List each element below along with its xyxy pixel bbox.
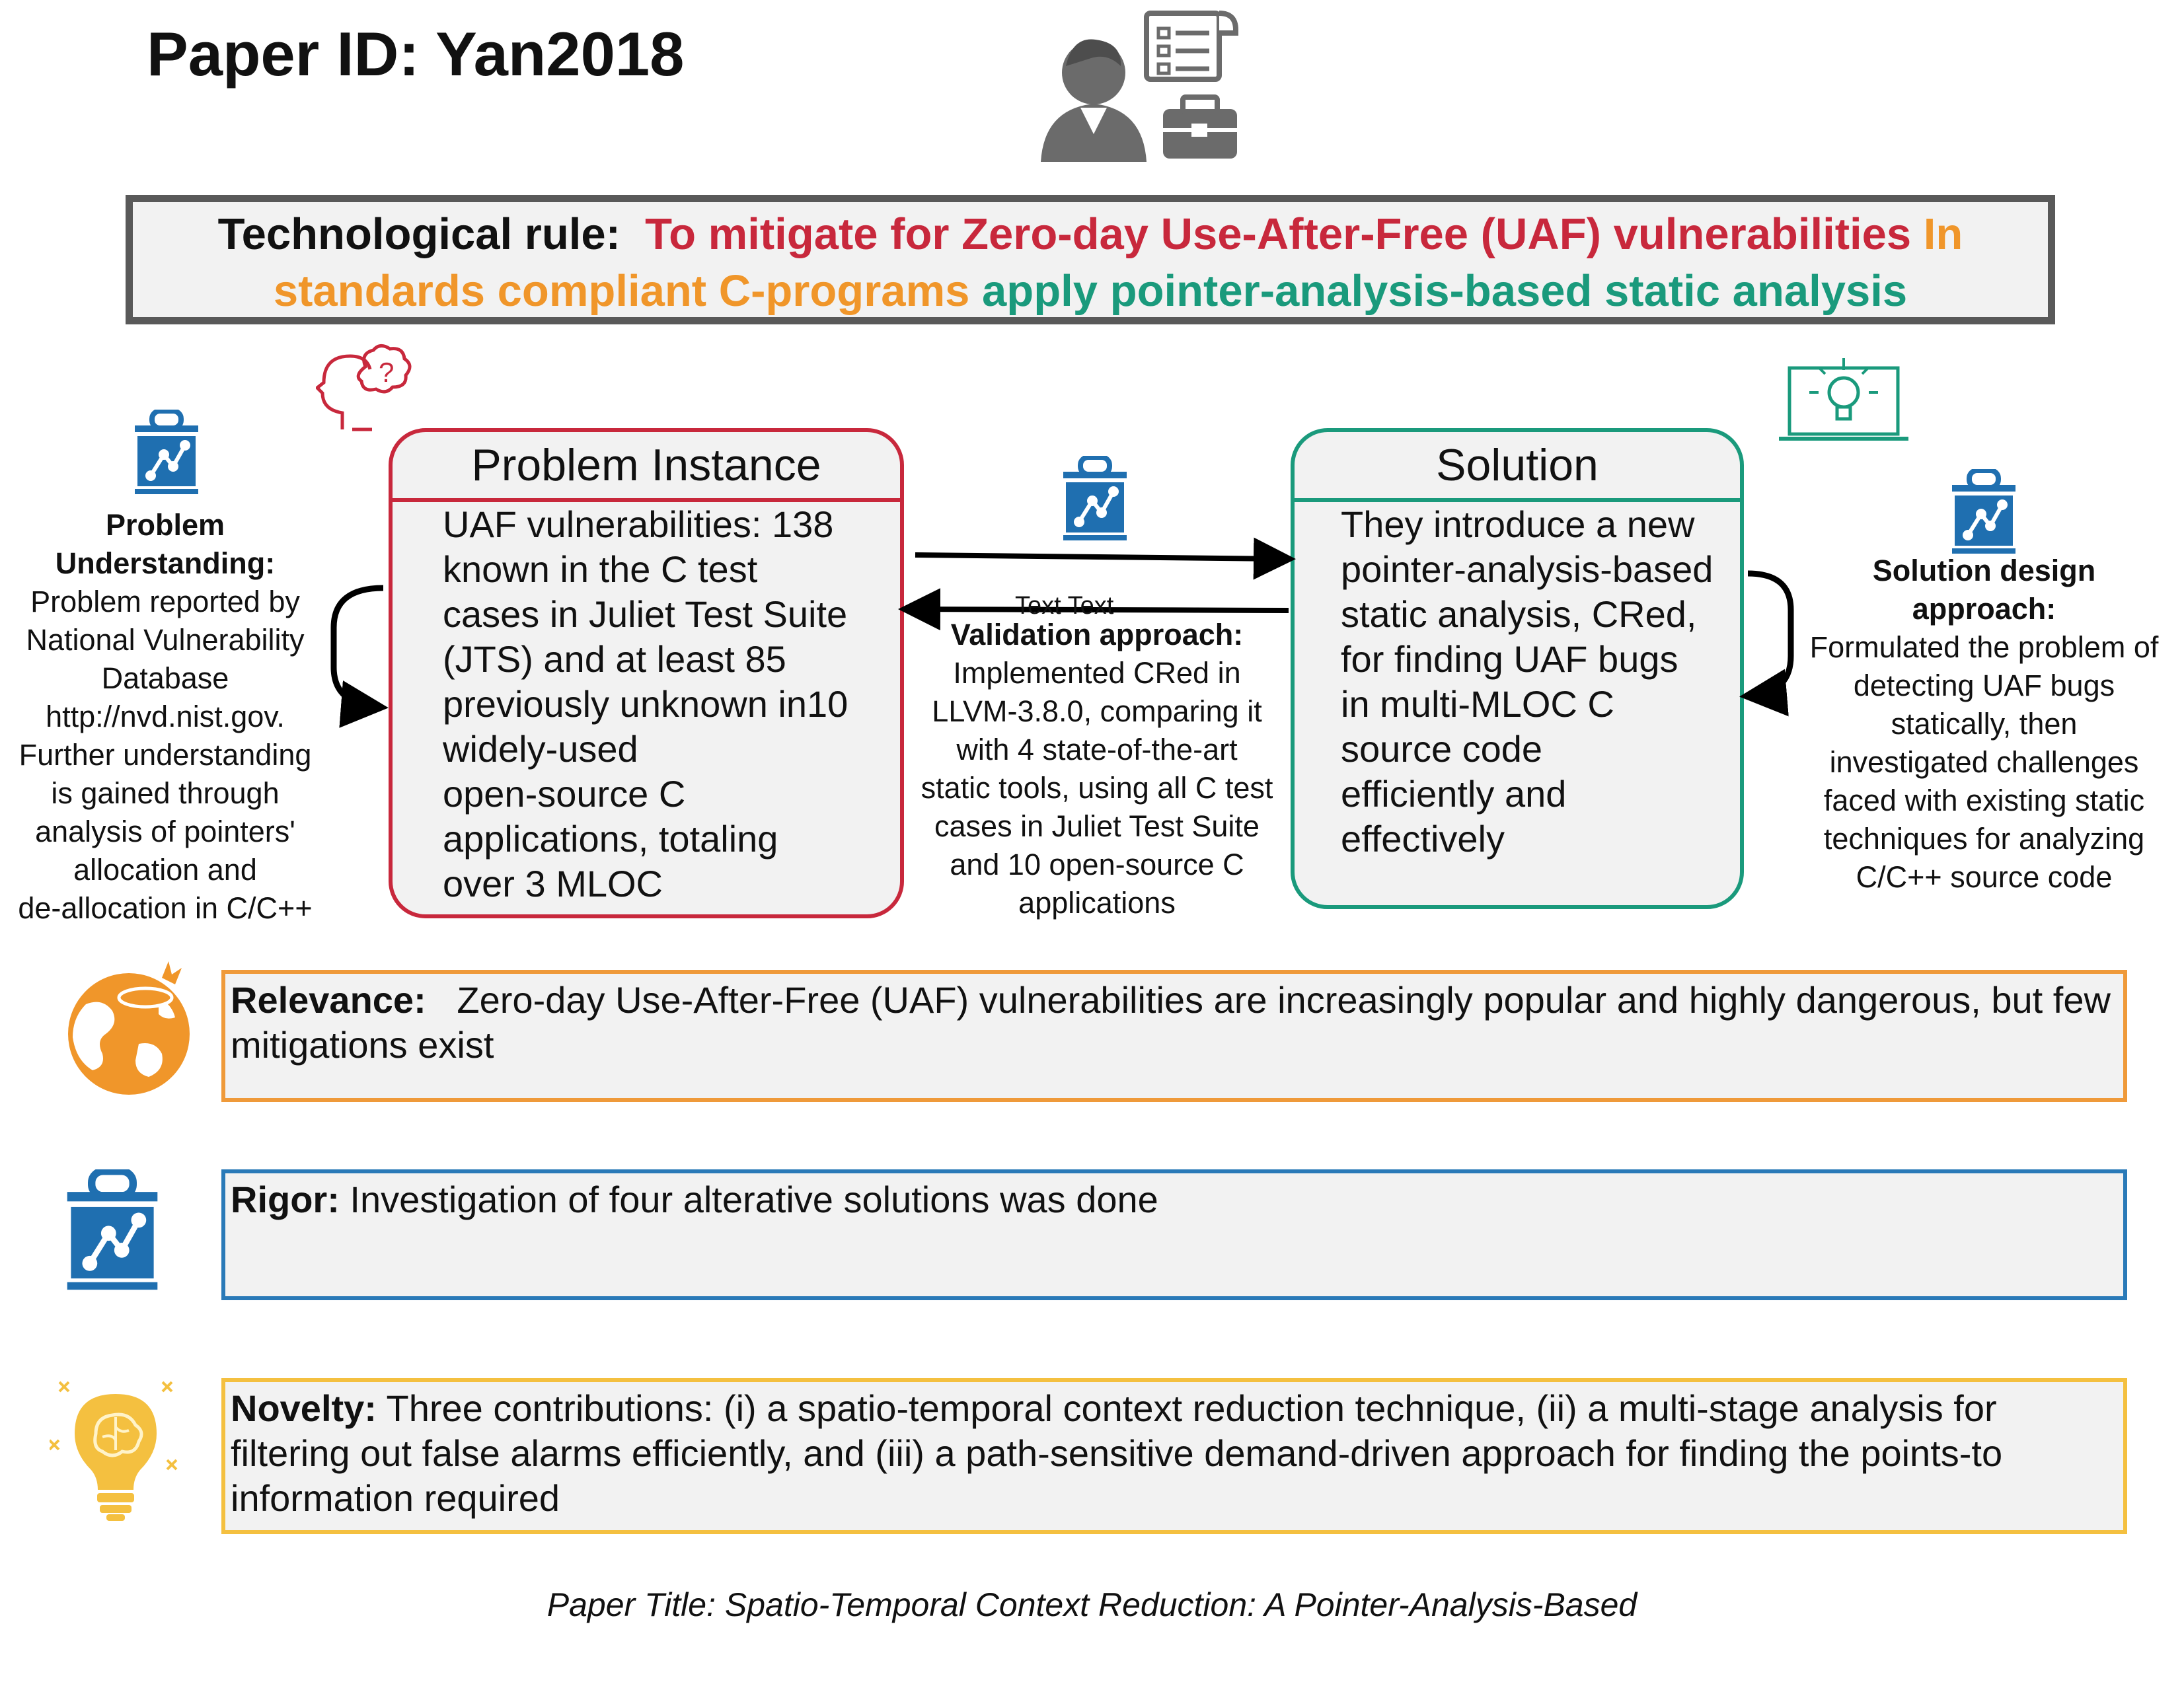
text-line: allocation and [73,853,257,887]
text-line: for finding UAF bugs [1341,638,1678,680]
person-with-checklist-icon [1041,11,1238,162]
lightbulb-brain-icon [50,1381,178,1521]
text-line: National Vulnerability [26,623,305,657]
text-line: static analysis, CRed, [1341,593,1697,635]
validation-approach-text: Validation approach: Implemented CRed in… [899,616,1295,922]
novelty-box: Novelty: Three contributions: (i) a spat… [221,1378,2127,1534]
relevance-box: Relevance: Zero-day Use-After-Free (UAF)… [221,970,2127,1102]
text-line: previously unknown in10 [443,683,848,725]
text-line: UAF vulnerabilities: 138 [443,503,834,545]
text-line: statically, then [1891,707,2078,741]
rigor-label: Rigor: [231,1179,340,1220]
problem-understanding-text: Problem Understanding: Problem reported … [0,506,330,928]
solution-design-text: Solution design approach: Formulated the… [1784,552,2184,897]
text-line: static tools, using all C test [921,771,1273,805]
solution-card: Solution They introduce a new pointer-an… [1291,428,1744,909]
text-line: known in the C test [443,548,758,590]
text-line: Further understanding [19,738,312,772]
text-line: Database [101,661,229,695]
text-line: in multi-MLOC C [1341,683,1614,725]
solution-title: Solution [1295,432,1740,502]
text-line: C/C++ source code [1856,860,2113,894]
text-line: techniques for analyzing [1823,822,2145,856]
text-line: efficiently and [1341,773,1567,815]
heading-line: Validation approach: [950,618,1244,651]
text-line: analysis of pointers' [35,815,295,848]
toolbox-graph-icon [135,410,198,494]
text-line: applications, totaling [443,818,778,860]
paper-id-title: Paper ID: Yan2018 [147,19,685,89]
heading-line: approach: [1912,592,2056,626]
text-line: Implemented CRed in [953,656,1241,690]
text-line: detecting UAF bugs [1853,669,2115,702]
flow-arrows [330,537,1794,728]
svg-text:?: ? [379,357,394,388]
text-line: http://nvd.nist.gov. [46,700,285,733]
text-line: cases in Juliet Test Suite [443,593,848,635]
text-line: pointer-analysis-based [1341,548,1713,590]
heading-line: Understanding: [55,546,276,580]
toolbox-graph-icon [1952,469,2015,554]
text-line: and 10 open-source C [950,848,1244,881]
text-line: cases in Juliet Test Suite [934,809,1260,843]
rule-problem-text: To mitigate for Zero-day Use-After-Free … [645,209,1912,259]
novelty-text: Three contributions: (i) a spatio-tempor… [231,1387,2003,1519]
text-overlay-label: Text Text [1015,592,1114,620]
solution-body: They introduce a new pointer-analysis-ba… [1341,502,1720,862]
arrow-solution-to-problem [898,588,1289,631]
problem-instance-body: UAF vulnerabilities: 138 known in the C … [443,502,874,906]
relevance-label: Relevance: [231,979,426,1021]
text-line: LLVM-3.8.0, comparing it [932,694,1262,728]
paper-title: Paper Title: Spatio-Temporal Context Red… [546,1586,1638,1623]
text-line: open-source C [443,773,686,815]
lightbulb-laptop-icon [1779,358,1908,441]
text-line: Problem reported by [30,585,300,618]
arrow-solution-loop [1739,570,1794,717]
text-line: They introduce a new [1341,503,1695,545]
text-line: faced with existing static [1823,784,2145,817]
text-line: over 3 MLOC [443,863,663,904]
rule-label: Technological rule: [217,209,621,259]
rigor-text: Investigation of four alterative solutio… [350,1179,1158,1220]
text-line: de-allocation in C/C++ [18,891,313,925]
text-line: with 4 state-of-the-art [956,733,1238,766]
arrow-problem-to-solution [915,537,1296,580]
text-line: is gained through [51,776,280,810]
thinking-head-icon: ? [316,344,412,431]
text-line: investigated challenges [1829,745,2139,779]
relevance-text: Zero-day Use-After-Free (UAF) vulnerabil… [231,979,2111,1066]
toolbox-graph-icon [67,1169,158,1290]
toolbox-graph-icon [1063,456,1127,540]
text-line: effectively [1341,818,1505,860]
rule-solution-text: apply pointer-analysis-based static anal… [982,266,1908,316]
novelty-label: Novelty: [231,1387,377,1429]
text-line: (JTS) and at least 85 [443,638,786,680]
problem-instance-title: Problem Instance [393,432,900,502]
arrow-problem-loop [330,585,389,728]
technological-rule-box: Technological rule: To mitigate for Zero… [126,195,2055,324]
text-line: widely-used [443,728,638,770]
rigor-box: Rigor: Investigation of four alterative … [221,1169,2127,1300]
problem-instance-card: Problem Instance UAF vulnerabilities: 13… [389,428,904,918]
text-line: applications [1018,886,1176,920]
text-line: Formulated the problem of [1809,630,2159,664]
heading-line: Solution design [1872,554,2096,587]
globe-icon [68,961,190,1095]
text-line: source code [1341,728,1543,770]
heading-line: Problem [105,508,225,542]
rule-context-text: In standards compliant C-programs [273,209,1963,316]
